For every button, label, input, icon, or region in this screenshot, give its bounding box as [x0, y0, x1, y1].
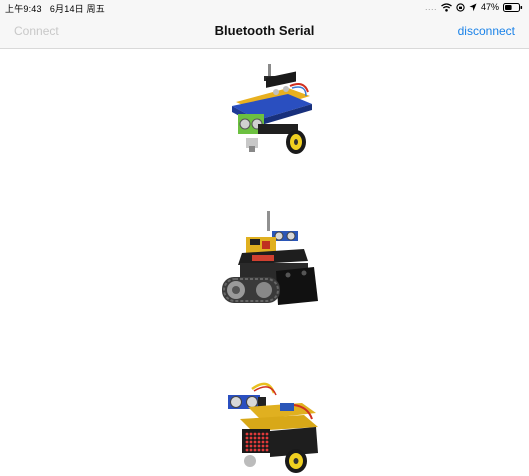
product-list: [0, 49, 529, 476]
battery-icon: [503, 2, 523, 12]
page-title: Bluetooth Serial: [214, 23, 315, 38]
orientation-lock-icon: [456, 2, 465, 12]
location-icon: [469, 3, 477, 11]
wifi-icon: [441, 2, 452, 12]
navigation-bar: Connect Bluetooth Serial disconnect: [0, 14, 529, 49]
status-time-date: 上午9:43 6月14日 周五: [5, 2, 105, 15]
status-time: 上午9:43: [5, 4, 42, 14]
battery-percent: 47%: [480, 2, 499, 12]
status-bar: 上午9:43 6月14日 周五 .... 47%: [0, 0, 529, 14]
robot-car-1-image[interactable]: [228, 62, 316, 158]
status-date: 6月14日 周五: [49, 4, 105, 14]
connect-button[interactable]: Connect: [14, 24, 59, 38]
robot-car-3-image[interactable]: [224, 379, 324, 476]
status-icons: .... 47%: [425, 2, 523, 12]
disconnect-button[interactable]: disconnect: [457, 24, 515, 38]
signal-dots: ....: [424, 2, 437, 12]
tank-robot-image[interactable]: [218, 211, 322, 311]
